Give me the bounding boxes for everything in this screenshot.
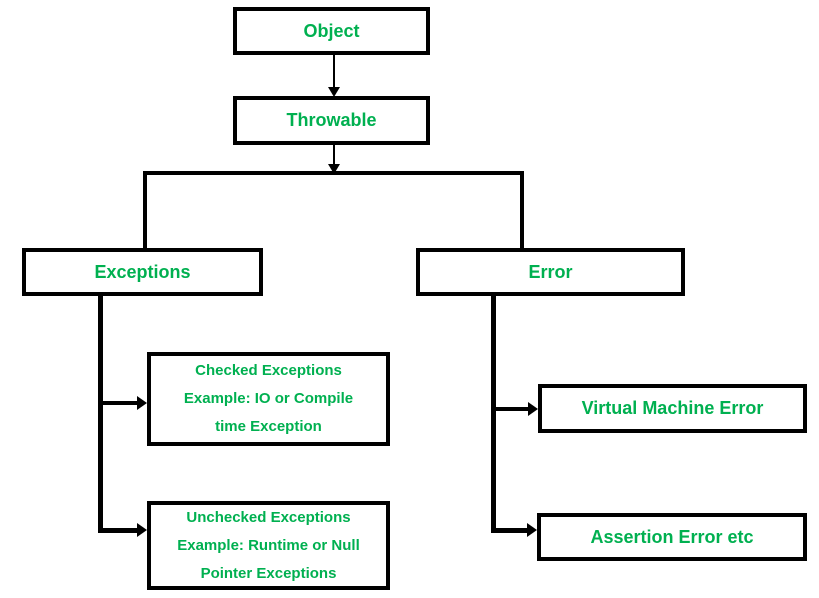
node-object: Object	[233, 7, 430, 55]
node-throwable: Throwable	[233, 96, 430, 145]
arrowhead-right-icon	[137, 523, 147, 537]
arrowhead-right-icon	[528, 402, 538, 416]
connector-exceptions-checked	[98, 401, 138, 405]
connector-throwable-split	[333, 145, 335, 166]
node-assertion-error: Assertion Error etc	[537, 513, 807, 561]
arrowhead-right-icon	[527, 523, 537, 537]
node-unchecked-exceptions-line: Pointer Exceptions	[200, 564, 337, 582]
node-checked-exceptions-line: Example: IO or Compile	[183, 390, 354, 407]
arrowhead-right-icon	[137, 396, 147, 410]
node-virtual-machine-error-label: Virtual Machine Error	[581, 398, 764, 418]
connector-object-throwable	[333, 55, 335, 88]
node-checked-exceptions: Checked Exceptions Example: IO or Compil…	[147, 352, 390, 446]
connector-split-to-exceptions	[143, 171, 147, 248]
connector-exceptions-unchecked	[98, 528, 138, 533]
node-unchecked-exceptions-line: Unchecked Exceptions	[186, 508, 351, 526]
node-object-label: Object	[303, 20, 360, 41]
node-error: Error	[416, 248, 685, 296]
node-error-label: Error	[528, 261, 573, 282]
arrowhead-down-icon	[328, 164, 340, 174]
node-throwable-label: Throwable	[286, 110, 377, 130]
node-exceptions: Exceptions	[22, 248, 263, 296]
node-virtual-machine-error: Virtual Machine Error	[538, 384, 807, 433]
node-unchecked-exceptions-line: Example: Runtime or Null	[177, 536, 360, 554]
node-exceptions-label: Exceptions	[94, 261, 191, 282]
connector-exceptions-stem	[98, 296, 103, 533]
connector-split-to-error	[520, 171, 524, 248]
node-checked-exceptions-line: Checked Exceptions	[195, 362, 342, 379]
connector-error-vme	[491, 407, 529, 411]
arrowhead-down-icon	[328, 87, 340, 97]
node-checked-exceptions-line: time Exception	[215, 418, 322, 435]
connector-split-bar	[143, 171, 524, 175]
connector-error-stem	[491, 296, 496, 533]
node-unchecked-exceptions: Unchecked Exceptions Example: Runtime or…	[147, 501, 390, 590]
connector-error-assertion	[491, 528, 529, 533]
node-assertion-error-label: Assertion Error etc	[590, 526, 754, 547]
